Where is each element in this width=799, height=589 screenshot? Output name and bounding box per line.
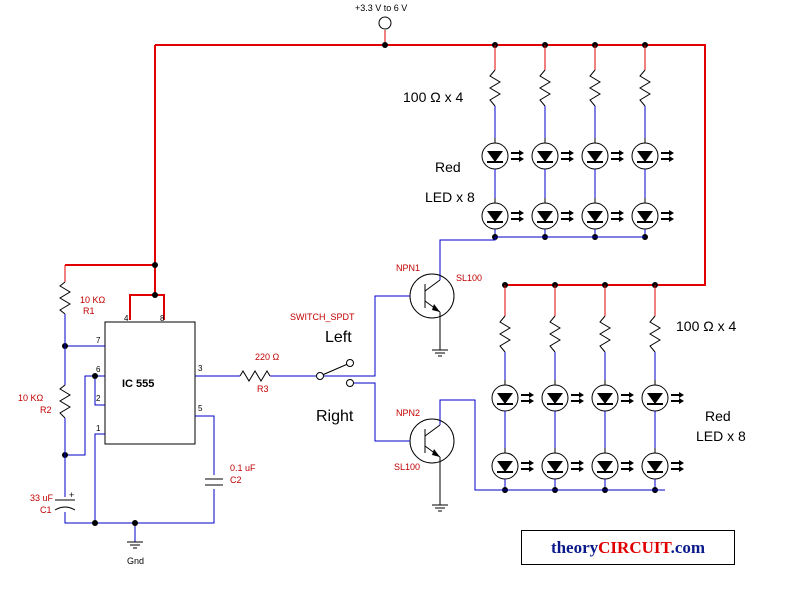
- top-led-bank: [481, 45, 674, 240]
- led-diode: [541, 448, 584, 490]
- led-diode: [481, 138, 524, 203]
- led-resistor: [549, 315, 561, 353]
- led-diode: [581, 198, 624, 237]
- led-resistor: [649, 315, 661, 353]
- bottom-resistor-label: 100 Ω x 4: [676, 318, 736, 334]
- resistor-r3: [195, 370, 316, 382]
- led-diode: [491, 448, 534, 490]
- r3-value: 220 Ω: [255, 352, 280, 362]
- ic-pin4: 4: [124, 314, 129, 323]
- ic-pin5: 5: [198, 404, 203, 413]
- brand-part3: .com: [670, 538, 706, 557]
- led-diode: [491, 380, 534, 453]
- bottom-led-label-1: Red: [705, 408, 731, 424]
- led-diode: [531, 138, 574, 203]
- r3-ref: R3: [257, 384, 269, 394]
- bottom-led-bank: [491, 285, 684, 493]
- switch-right-label: Right: [316, 408, 354, 425]
- ic-pin1: 1: [96, 424, 101, 433]
- led-string: [631, 45, 674, 240]
- resistor-r1: [59, 281, 71, 385]
- npn1-transistor: [409, 273, 455, 357]
- rail-junctions: [152, 42, 658, 298]
- top-led-label-2: LED x 8: [425, 189, 475, 205]
- led-diode: [541, 380, 584, 453]
- bottom-led-return: [439, 399, 665, 491]
- npn2-part: SL100: [394, 462, 420, 472]
- led-resistor: [639, 69, 651, 107]
- supply-label: +3.3 V to 6 V: [355, 3, 407, 13]
- supply-rail: [64, 30, 706, 320]
- led-string: [591, 285, 634, 493]
- led-string: [641, 285, 684, 493]
- supply-terminal: [378, 16, 392, 30]
- npn2-transistor: [409, 418, 455, 512]
- led-diode: [631, 138, 674, 203]
- c1-value: 33 uF: [30, 493, 54, 503]
- led-diode: [581, 138, 624, 203]
- led-string: [581, 45, 624, 240]
- switch-name: SWITCH_SPDT: [290, 312, 355, 322]
- resistor-r2: [59, 384, 71, 497]
- led-resistor: [499, 315, 511, 353]
- c2-value: 0.1 uF: [230, 463, 256, 473]
- ic-pin7: 7: [96, 336, 101, 345]
- gnd-label: Gnd: [127, 556, 144, 566]
- led-diode: [591, 448, 634, 490]
- ic-wiring: [62, 343, 223, 549]
- r1-ref: R1: [83, 306, 95, 316]
- c2-ref: C2: [230, 475, 242, 485]
- led-diode: [641, 448, 684, 490]
- npn1-part: SL100: [456, 273, 482, 283]
- bottom-led-label-2: LED x 8: [696, 428, 746, 444]
- r1-value: 10 KΩ: [80, 295, 106, 305]
- brand-part2: CIRCUIT: [598, 538, 671, 557]
- ic-label: IC 555: [122, 378, 154, 390]
- r2-ref: R2: [40, 405, 52, 415]
- led-string: [481, 45, 524, 240]
- led-diode: [641, 380, 684, 453]
- switch-left-label: Left: [325, 329, 352, 346]
- brand-part1: theory: [550, 538, 599, 557]
- led-resistor: [539, 69, 551, 107]
- led-diode: [481, 198, 524, 237]
- led-diode: [531, 198, 574, 237]
- top-led-return: [439, 237, 496, 280]
- svg-text:+: +: [69, 490, 74, 500]
- led-string: [531, 45, 574, 240]
- ic555: [104, 321, 196, 445]
- r2-value: 10 KΩ: [18, 393, 44, 403]
- top-resistor-label: 100 Ω x 4: [403, 89, 463, 105]
- led-resistor: [589, 69, 601, 107]
- ic-pin6: 6: [96, 365, 101, 374]
- top-led-label-1: Red: [435, 159, 461, 175]
- brand-logo: theoryCIRCUIT.com: [521, 530, 735, 565]
- spdt-switch: [316, 295, 410, 442]
- npn1-name: NPN1: [396, 263, 420, 273]
- led-diode: [591, 380, 634, 453]
- ic-pin3: 3: [198, 364, 203, 373]
- led-resistor: [489, 69, 501, 107]
- led-diode: [631, 198, 674, 237]
- ic-pin8: 8: [160, 314, 165, 323]
- ic-pin2: 2: [96, 394, 101, 403]
- led-string: [541, 285, 584, 493]
- led-resistor: [599, 315, 611, 353]
- capacitor-c1: +: [54, 490, 76, 511]
- led-string: [491, 285, 534, 493]
- c1-ref: C1: [40, 505, 52, 515]
- npn2-name: NPN2: [396, 408, 420, 418]
